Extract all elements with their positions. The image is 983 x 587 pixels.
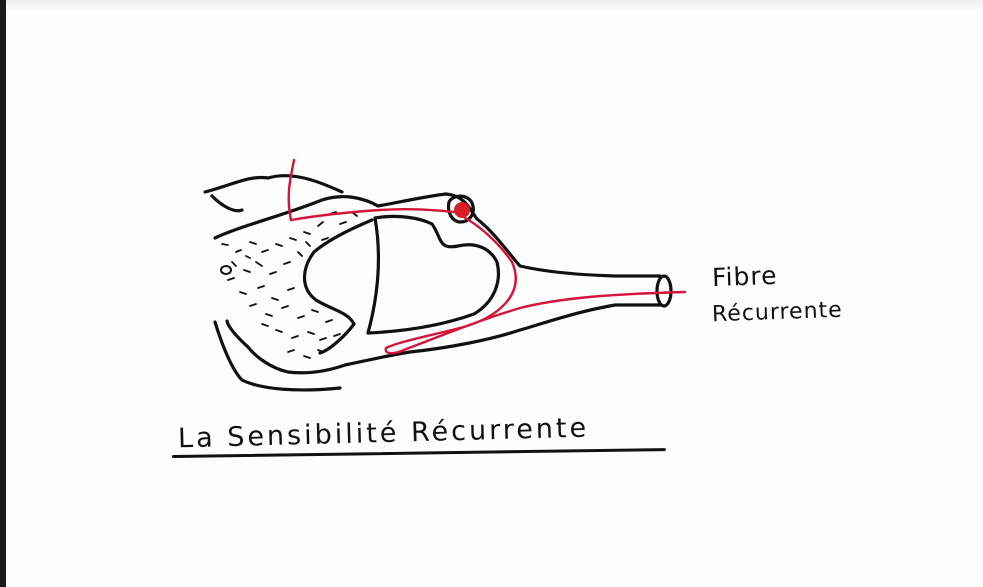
label-fibre: Fibre — [712, 261, 778, 292]
stipple-pattern — [222, 212, 357, 358]
recurrent-fibre-root — [291, 209, 455, 220]
central-canal — [221, 266, 231, 274]
upper-left-hook — [212, 196, 242, 211]
upper-left-contour — [205, 176, 342, 192]
recurrent-fibre-loop — [386, 216, 685, 353]
ganglion-cell-icon — [454, 202, 470, 218]
nerve-end — [657, 276, 671, 306]
central-cavity — [368, 216, 498, 333]
inner-lobe — [305, 220, 373, 353]
label-recurrente: Récurrente — [712, 298, 844, 328]
